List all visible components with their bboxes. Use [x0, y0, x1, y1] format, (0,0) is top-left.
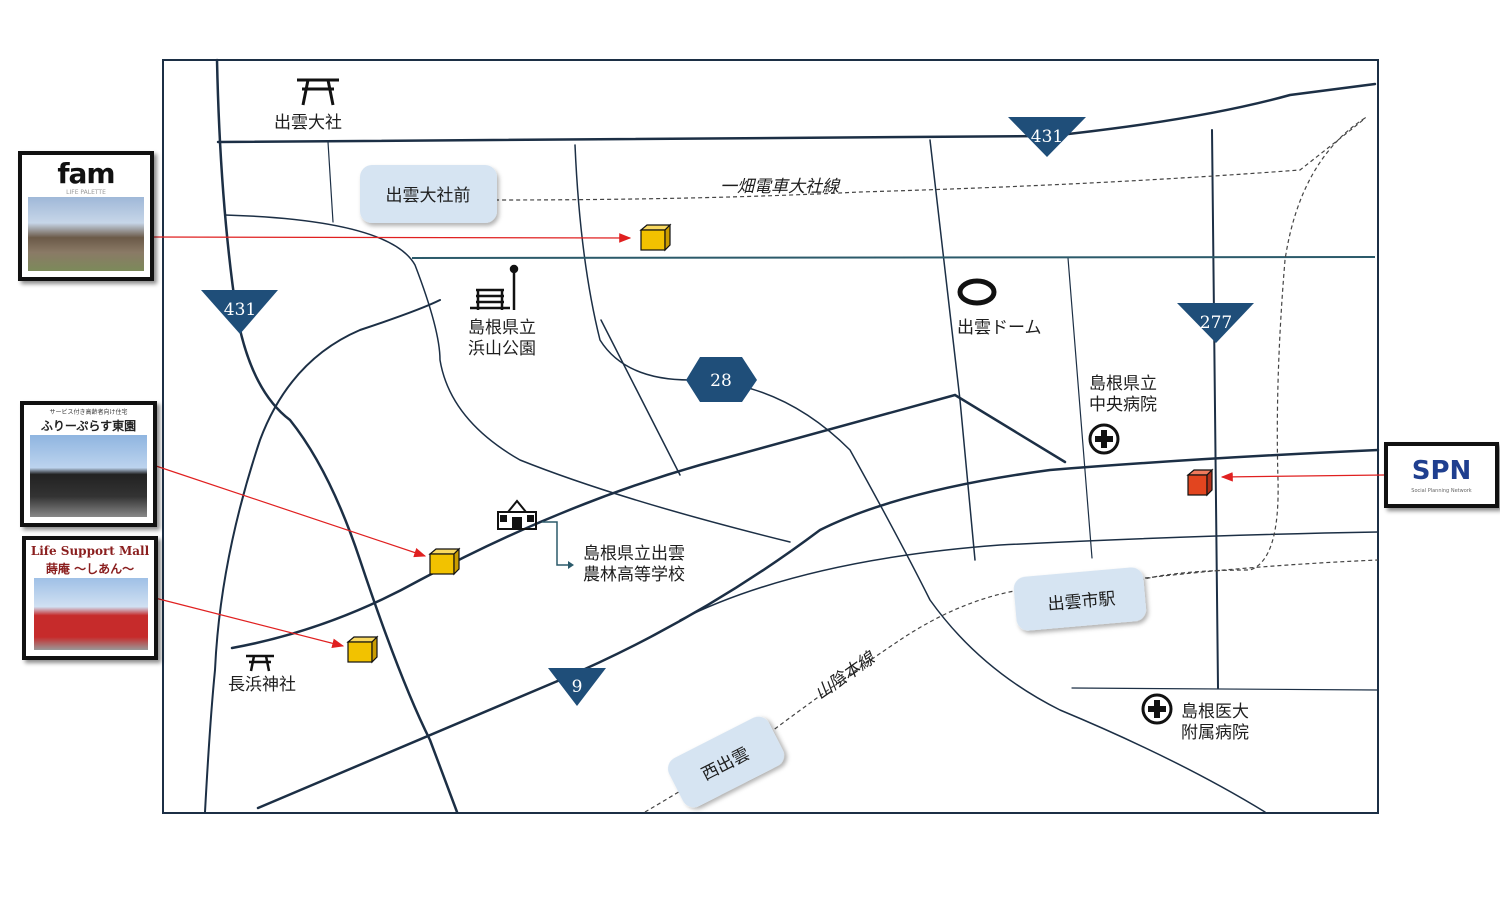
road-thin-8 [679, 531, 1379, 621]
central-hospital-label-1: 島根県立 [1089, 374, 1157, 394]
hamayama-park-label-1: 島根県立 [468, 318, 536, 338]
nagahama-shrine-label: 長浜神社 [228, 675, 296, 695]
school-label-1: 島根県立出雲 [583, 544, 685, 564]
sanin-east [1144, 559, 1379, 579]
spn-sub: Social Planning Network [1411, 488, 1472, 494]
station-izumo-taisha-mae [360, 165, 497, 223]
svg-text:9: 9 [572, 677, 583, 697]
station-izumoshi [1013, 567, 1147, 631]
sanin-line [644, 589, 1021, 813]
photo-spn: SPN Social Planning Network [1384, 442, 1499, 508]
svg-text:277: 277 [1200, 313, 1232, 333]
road-thin-2 [574, 144, 1266, 813]
facility-marker-free [428, 547, 461, 576]
life-building-image [34, 578, 148, 650]
hospital-cross-icon [1088, 423, 1120, 455]
photo-free: サービス付き高齢者向け住宅 ふりーぷらす東園 [20, 401, 157, 527]
fam-sub: LIFE PALETTE [66, 189, 106, 196]
road-thin-1 [224, 214, 791, 543]
fam-building-image [28, 197, 144, 271]
office-marker-spn [1186, 468, 1214, 497]
ichibata-line [494, 117, 1366, 201]
school-label-2: 農林高等学校 [583, 565, 685, 585]
school-pointer [542, 521, 568, 566]
free-building-image [30, 435, 147, 517]
road-431-west [215, 58, 459, 814]
hospital-cross-icon [1141, 693, 1173, 725]
station-nishi-izumo [667, 716, 785, 808]
central-hospital-label-2: 中央病院 [1089, 395, 1157, 415]
life-name: Life Support Mall [30, 544, 150, 558]
facility-marker-life [346, 635, 379, 664]
dome-icon [957, 278, 997, 306]
fam-logo: fam [57, 157, 115, 190]
hamayama-park-label-2: 浜山公園 [468, 339, 536, 359]
route-marker-277: 277 [1177, 303, 1254, 343]
roads [204, 58, 1380, 814]
izumo-taisha-label: 出雲大社 [274, 113, 342, 133]
shrine-icon [297, 78, 339, 106]
canal-line [411, 256, 1376, 259]
photo-arrows [149, 233, 1385, 648]
photo-fam: fam LIFE PALETTE [18, 151, 154, 281]
road-thin-6 [1211, 129, 1219, 689]
shrine-icon [246, 654, 274, 672]
road-431-north [216, 82, 1377, 144]
map-frame [162, 59, 1379, 814]
road-thin-9 [327, 141, 334, 223]
school-icon [497, 499, 537, 530]
rail-lines [494, 117, 1379, 813]
road-thin-3 [600, 319, 681, 476]
izumo-dome-label: 出雲ドーム [957, 318, 1042, 338]
road-thin-4 [929, 139, 976, 561]
route-marker-9: 9 [548, 668, 606, 706]
road-west-curve [204, 299, 441, 813]
spn-logo: SPN [1411, 456, 1472, 486]
med-univ-label-1: 島根医大 [1181, 702, 1249, 722]
free-name: ふりーぷらす東園 [40, 419, 137, 433]
road-9 [256, 448, 1380, 810]
route-marker-28: 28 [686, 357, 757, 402]
svg-text:431: 431 [224, 300, 256, 320]
route-marker-431-top: 431 [1008, 117, 1086, 157]
photo-life: Life Support Mall 蒔庵 ～しあん～ [22, 536, 158, 660]
free-caption: サービス付き高齢者向け住宅 [49, 409, 128, 416]
svg-text:28: 28 [710, 371, 732, 391]
ichibata-line-label: 一畑電車大社線 [720, 177, 841, 197]
svg-text:431: 431 [1031, 127, 1063, 147]
med-univ-label-2: 附属病院 [1181, 723, 1249, 743]
road-thin-7 [1071, 687, 1379, 691]
route-marker-431-left: 431 [201, 290, 278, 334]
park-bench-icon [470, 264, 519, 310]
life-name-2: 蒔庵 ～しあん～ [45, 562, 135, 576]
road-thin-5 [1067, 257, 1093, 559]
station-izumo-taisha-mae-label: 出雲大社前 [386, 186, 471, 206]
facility-marker-fam [639, 223, 672, 252]
